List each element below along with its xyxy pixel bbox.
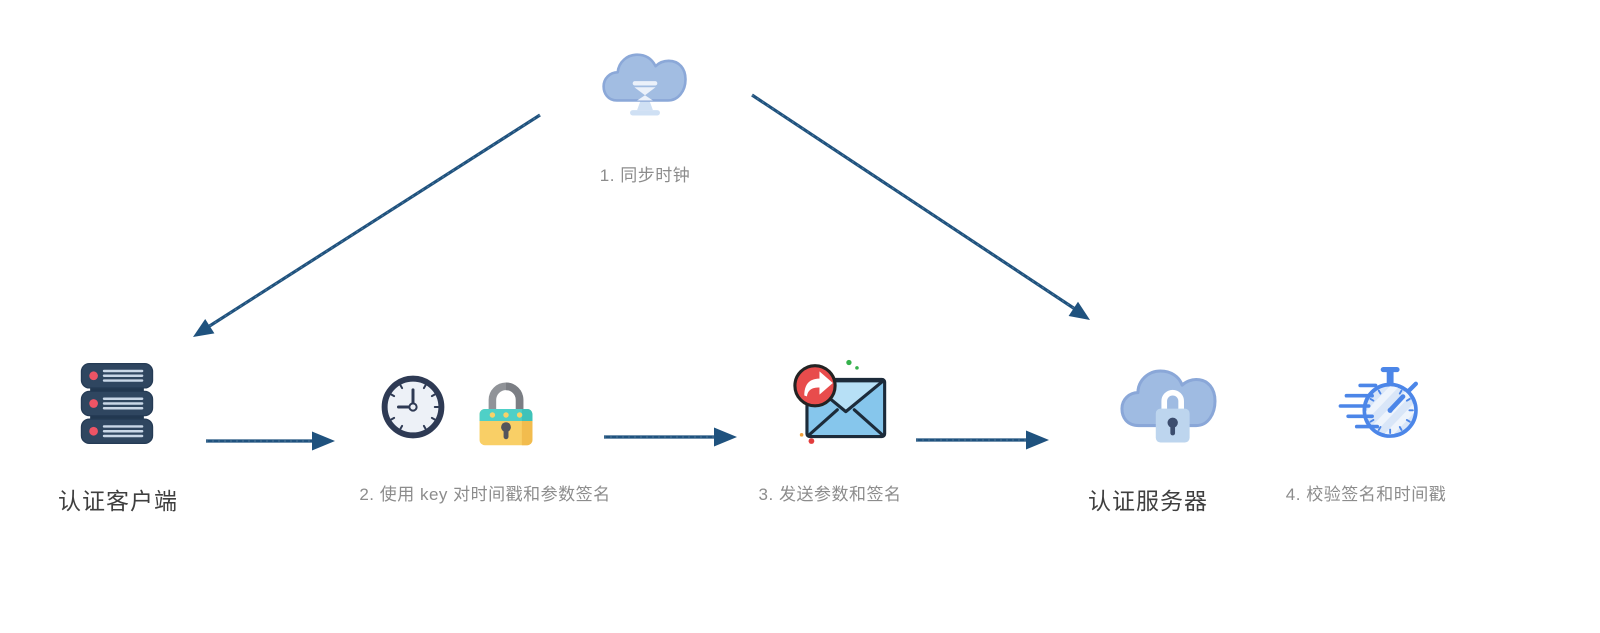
server-stack-icon — [80, 362, 154, 445]
speed-lines — [1338, 383, 1380, 429]
client-node-label: 认证客户端 — [58, 488, 178, 514]
arrow-send-to-server — [916, 430, 1049, 450]
server-node-label: 认证服务器 — [1088, 488, 1208, 514]
arrow-sign-to-send — [604, 427, 737, 447]
clock-icon — [381, 375, 445, 439]
sign-step-label: 2. 使用 key 对时间戳和参数签名 — [359, 485, 611, 504]
cloud-hourglass-icon — [602, 53, 687, 116]
arrow-sync-to-server — [751, 93, 1090, 320]
arrow-client-to-sign — [206, 431, 335, 451]
stopwatch-icon — [1338, 367, 1418, 438]
arrow-sync-to-client — [193, 113, 541, 337]
verify-step-label: 4. 校验签名和时间戳 — [1285, 485, 1447, 504]
sync-step-label: 1. 同步时钟 — [599, 166, 691, 185]
cloud-padlock-icon — [1120, 369, 1217, 443]
mail-send-icon — [793, 359, 887, 444]
padlock-icon — [479, 382, 533, 446]
send-step-label: 3. 发送参数和签名 — [758, 485, 902, 504]
